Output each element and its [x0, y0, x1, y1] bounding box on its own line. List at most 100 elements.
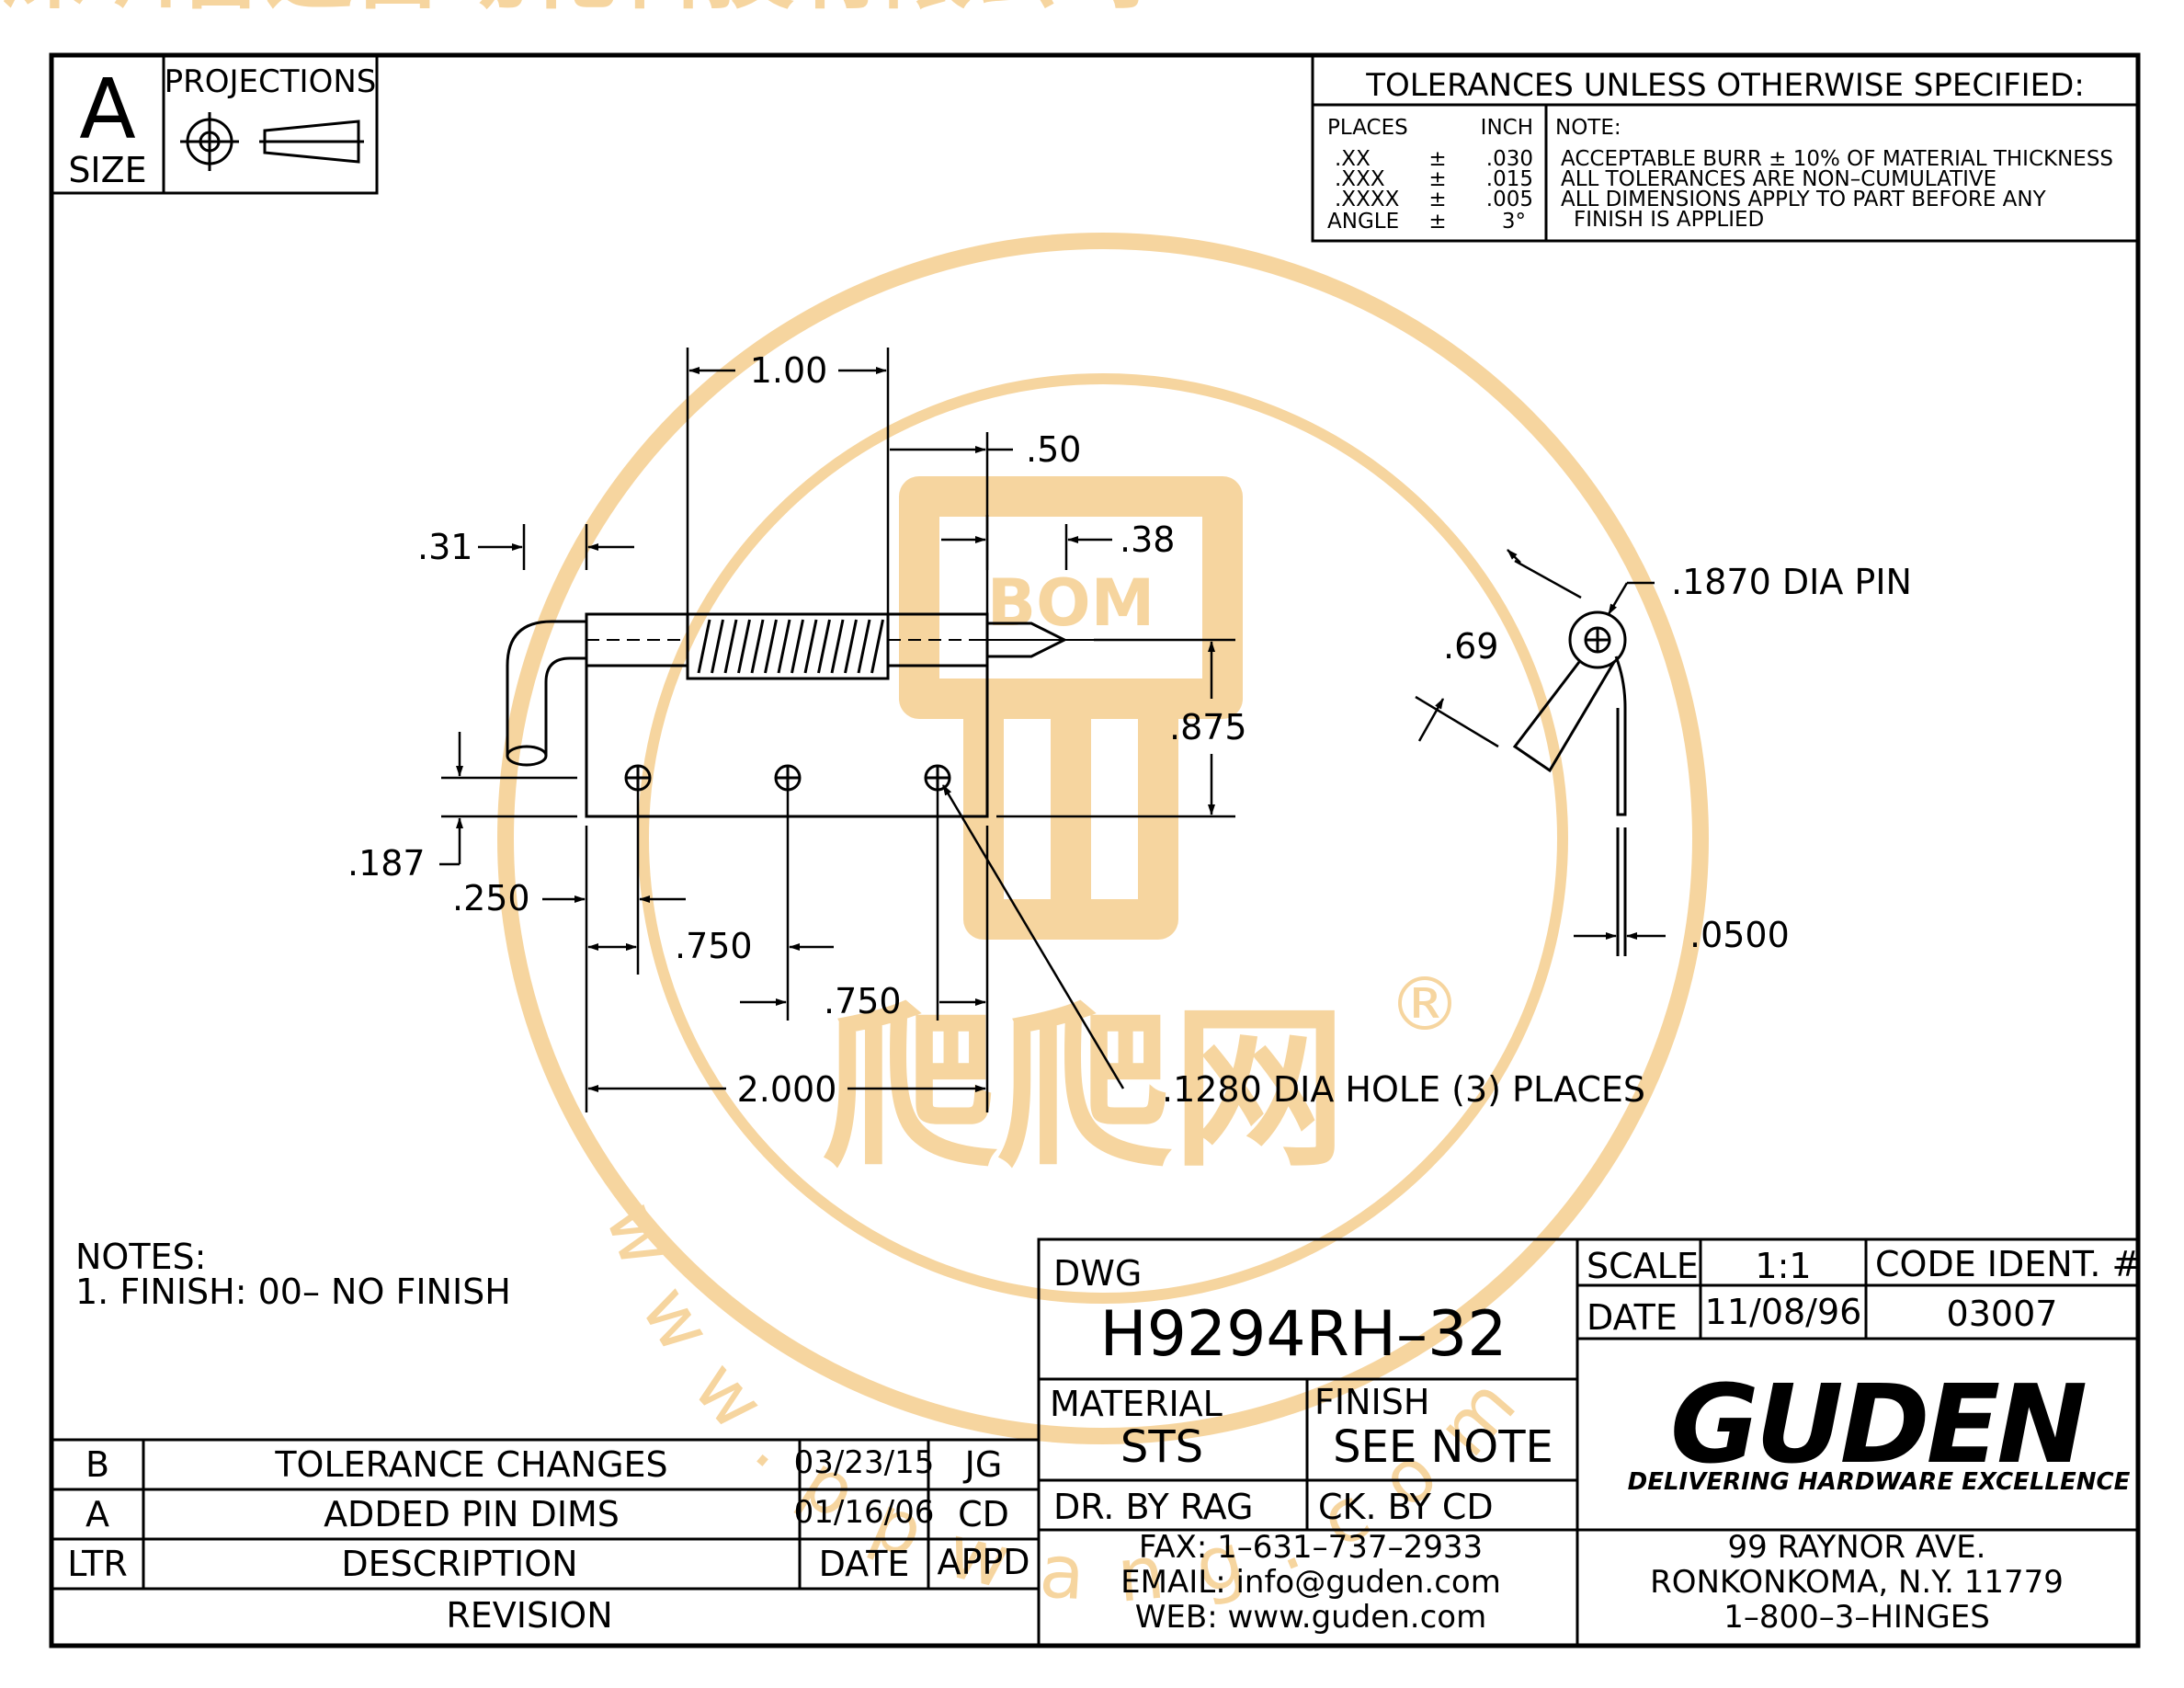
- size-label: SIZE: [68, 150, 146, 190]
- rev-header-date: DATE: [819, 1544, 910, 1584]
- dim-0500: .0500: [1689, 915, 1790, 955]
- tolerance-block: TOLERANCES UNLESS OTHERWISE SPECIFIED: P…: [1311, 53, 2140, 243]
- dim-031: .31: [417, 527, 472, 567]
- dim-0875: .875: [1169, 707, 1247, 747]
- revision-text: B TOLERANCE CHANGES 03/23/15 JG A ADDED …: [67, 1444, 1029, 1636]
- mounting-hole-icon: [774, 764, 802, 792]
- dimension-labels: 1.00 .50 .31 .38 .875 .187 .250 .750 .75…: [347, 350, 1912, 1110]
- tolerance-title: TOLERANCES UNLESS OTHERWISE SPECIFIED:: [1365, 67, 2085, 104]
- tol-place: .XXXX: [1335, 188, 1400, 211]
- spring-coil: [857, 619, 871, 674]
- rev-appd: JG: [963, 1444, 1003, 1485]
- finish-value: SEE NOTE: [1333, 1421, 1553, 1473]
- revision-table: [51, 1438, 1039, 1591]
- scale-label: SCALE: [1587, 1246, 1699, 1286]
- tol-note: ACCEPTABLE BURR ± 10% OF MATERIAL THICKN…: [1561, 147, 2113, 171]
- title-block-text: DWG H9294RH–32 MATERIAL STS FINISH SEE N…: [1050, 1244, 2141, 1636]
- spring-coil: [723, 619, 738, 674]
- rev-desc: ADDED PIN DIMS: [324, 1494, 620, 1534]
- address-line1: 99 RAYNOR AVE.: [1728, 1529, 1986, 1566]
- tol-pm: ±: [1428, 167, 1446, 191]
- address-line2: RONKONKOMA, N.Y. 11779: [1650, 1564, 2064, 1601]
- places-header: PLACES: [1327, 116, 1408, 140]
- watermark-logo: [899, 476, 1243, 940]
- note-label: NOTE:: [1555, 116, 1621, 140]
- tol-note: ALL DIMENSIONS APPLY TO PART BEFORE ANY: [1561, 188, 2047, 211]
- finish-label: FINISH: [1314, 1382, 1429, 1422]
- mounting-hole-icon: [624, 764, 652, 792]
- dim-069: .69: [1443, 626, 1498, 667]
- brand-logo: GUDEN: [1670, 1361, 2086, 1488]
- contact-email: EMAIL: info@guden.com: [1120, 1564, 1501, 1601]
- dwg-number: H9294RH–32: [1099, 1298, 1507, 1371]
- spring-coil: [750, 619, 765, 674]
- watermark-logo-text: BOM: [987, 565, 1155, 641]
- rev-desc: TOLERANCE CHANGES: [274, 1444, 667, 1485]
- spring-coil: [791, 619, 804, 674]
- spring-coil: [844, 619, 858, 674]
- dim-0750b: .750: [824, 981, 902, 1021]
- spring-coil: [777, 619, 791, 674]
- projections-label: PROJECTIONS: [165, 63, 377, 100]
- spring-coil: [764, 619, 778, 674]
- material-label: MATERIAL: [1050, 1384, 1223, 1424]
- dim-0250: .250: [452, 878, 530, 918]
- dim-050: .50: [1026, 429, 1081, 470]
- dim-0750a: .750: [675, 926, 753, 966]
- drawn-by: DR. BY RAG: [1053, 1487, 1253, 1527]
- tol-pm: ±: [1428, 210, 1446, 234]
- dimension-lines: [439, 348, 1666, 1112]
- address-phone: 1–800–3–HINGES: [1723, 1599, 1990, 1636]
- checked-by: CK. BY CD: [1318, 1487, 1494, 1527]
- date-label: DATE: [1587, 1297, 1678, 1338]
- rev-ltr: B: [85, 1444, 109, 1485]
- tol-note: ALL TOLERANCES ARE NON–CUMULATIVE: [1561, 167, 1996, 191]
- side-view: [1512, 610, 1627, 956]
- tol-place: ANGLE: [1327, 210, 1399, 234]
- watermark-registered: ®: [1388, 962, 1462, 1047]
- rev-date: 03/23/15: [794, 1444, 935, 1481]
- spring-coil: [737, 619, 751, 674]
- material-value: STS: [1120, 1421, 1203, 1473]
- contact-fax: FAX: 1–631–737–2933: [1139, 1529, 1483, 1566]
- tol-value: .030: [1486, 147, 1533, 171]
- spring-coil: [711, 619, 724, 674]
- dim-038: .38: [1120, 519, 1175, 560]
- spring-coil: [817, 619, 831, 674]
- pin-callout: .1870 DIA PIN: [1671, 562, 1912, 602]
- rev-header-ltr: LTR: [67, 1544, 128, 1584]
- spring-coil: [870, 619, 884, 674]
- scale-value: 1:1: [1755, 1246, 1811, 1286]
- size-block: A SIZE PROJECTIONS: [50, 53, 379, 195]
- spring-coil: [697, 619, 711, 674]
- code-value: 03007: [1947, 1294, 2058, 1334]
- spring-coil: [803, 619, 818, 674]
- inch-header: INCH: [1481, 116, 1533, 140]
- brand-tagline: DELIVERING HARDWARE EXCELLENCE: [1628, 1468, 2131, 1496]
- watermark: 深圳智造自动化科技有限公司 www.ppwang.com BOM 爬爬网 ®: [0, 0, 1709, 1619]
- pin-handle: [506, 620, 586, 756]
- tol-place: .XX: [1335, 147, 1371, 171]
- title-block-lines: [1037, 1237, 2140, 1648]
- rev-date: 01/16/06: [794, 1494, 935, 1531]
- projection-symbol-icon: [180, 112, 364, 171]
- mounting-hole-icon: [924, 764, 951, 792]
- notes: NOTES: 1. FINISH: 00– NO FINISH: [75, 1237, 511, 1312]
- contact-web: WEB: www.guden.com: [1135, 1599, 1486, 1636]
- tol-note: FINISH IS APPLIED: [1574, 208, 1764, 232]
- tol-value: .015: [1486, 167, 1533, 191]
- tol-pm: ±: [1428, 147, 1446, 171]
- rev-header-desc: DESCRIPTION: [341, 1544, 577, 1584]
- note-item: 1. FINISH: 00– NO FINISH: [75, 1272, 511, 1312]
- notes-heading: NOTES:: [75, 1237, 206, 1277]
- watermark-ring-text: 深圳智造自动化科技有限公司: [0, 0, 1147, 21]
- spring-coils: [697, 619, 884, 674]
- tol-pm: ±: [1428, 188, 1446, 211]
- hole-callout: .1280 DIA HOLE (3) PLACES: [1162, 1069, 1645, 1110]
- spring-section: [686, 612, 890, 680]
- tol-value: .005: [1486, 188, 1533, 211]
- tol-value: 3°: [1502, 210, 1526, 234]
- date-value: 11/08/96: [1705, 1292, 1862, 1332]
- revision-footer: REVISION: [446, 1595, 612, 1636]
